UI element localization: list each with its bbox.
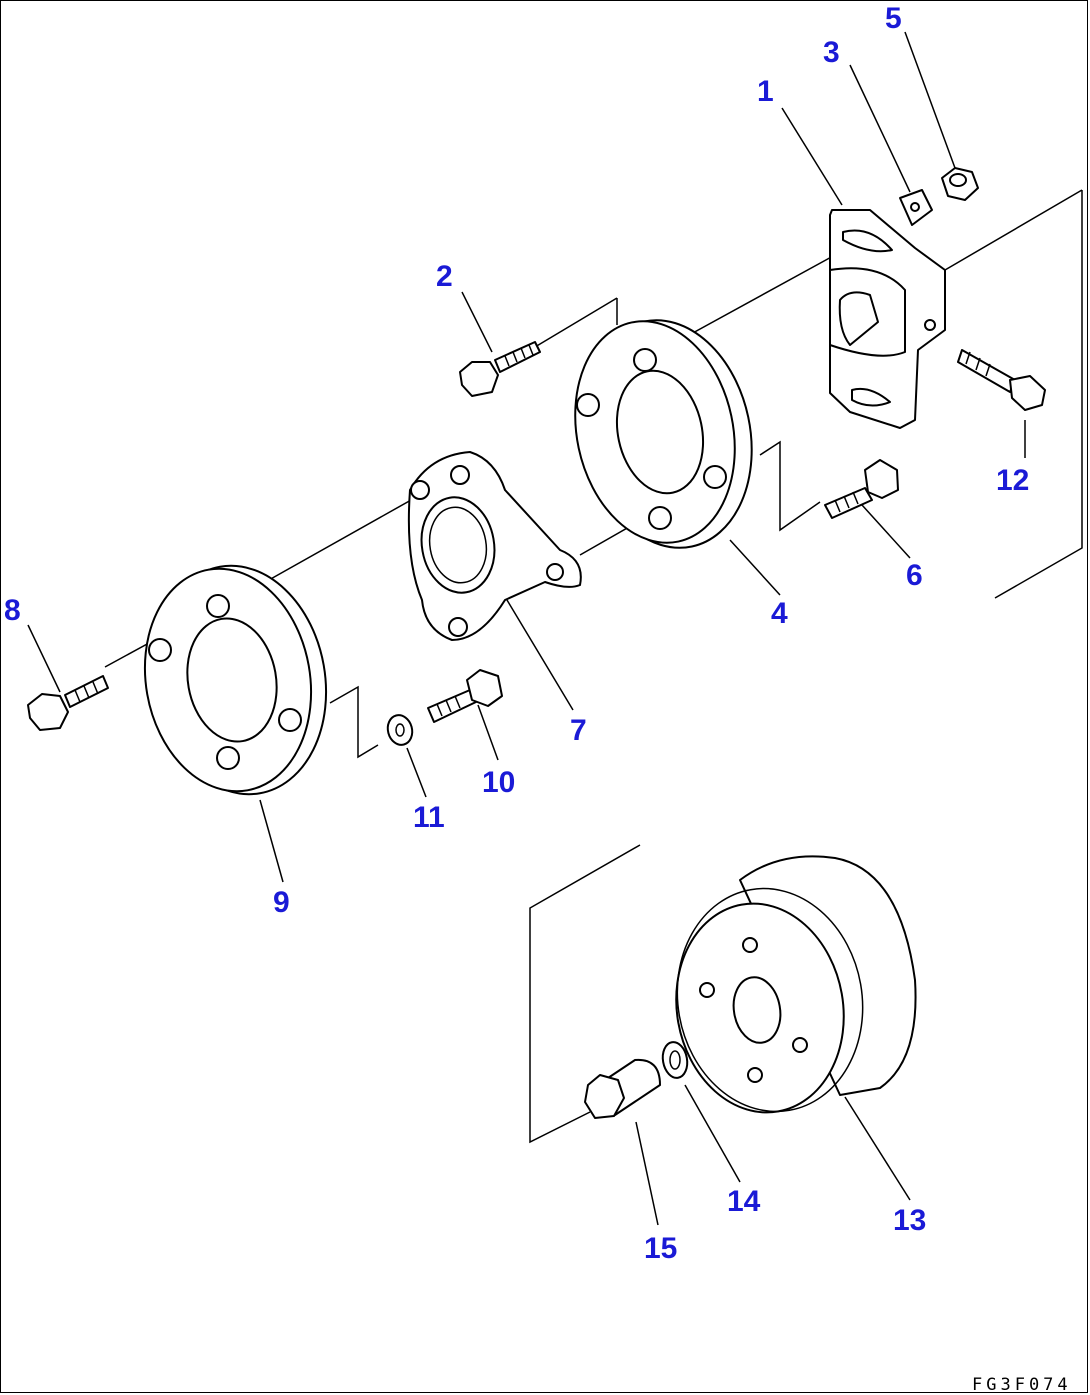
part-12-bolt bbox=[957, 349, 1046, 411]
part-15-spacer bbox=[584, 1058, 661, 1119]
callout-3: 3 bbox=[823, 36, 840, 69]
callout-1: 1 bbox=[757, 75, 774, 108]
callout-10: 10 bbox=[482, 766, 515, 799]
callout-15: 15 bbox=[644, 1232, 677, 1265]
part-14-washer bbox=[661, 1041, 689, 1079]
callout-13: 13 bbox=[893, 1204, 926, 1237]
part-1-bracket bbox=[829, 209, 946, 429]
callout-9: 9 bbox=[273, 886, 290, 919]
part-2-bolt bbox=[459, 341, 541, 397]
part-4-disc bbox=[574, 319, 753, 549]
part-10-bolt bbox=[427, 669, 503, 723]
part-13-pulley bbox=[675, 855, 917, 1114]
callout-5: 5 bbox=[885, 2, 902, 35]
part-3-washer bbox=[899, 189, 933, 226]
leader-lines bbox=[27, 31, 1026, 1226]
callout-8: 8 bbox=[4, 594, 21, 627]
callout-12: 12 bbox=[996, 464, 1029, 497]
callout-11: 11 bbox=[413, 801, 445, 834]
part-7-housing bbox=[407, 451, 582, 641]
callout-6: 6 bbox=[906, 559, 923, 592]
part-9-disc bbox=[143, 564, 328, 796]
part-11-washer bbox=[386, 714, 414, 746]
callout-labels: 1 2 3 4 5 6 7 8 9 10 11 12 13 14 15 bbox=[4, 2, 1029, 1265]
part-5-nut bbox=[941, 167, 979, 201]
callout-14: 14 bbox=[727, 1185, 761, 1218]
part-6-bolt bbox=[824, 459, 899, 519]
callout-4: 4 bbox=[771, 597, 788, 630]
callout-7: 7 bbox=[570, 714, 587, 747]
drawing-code: FG3F074 bbox=[972, 1375, 1072, 1395]
part-8-bolt bbox=[27, 675, 109, 731]
callout-2: 2 bbox=[436, 260, 453, 293]
